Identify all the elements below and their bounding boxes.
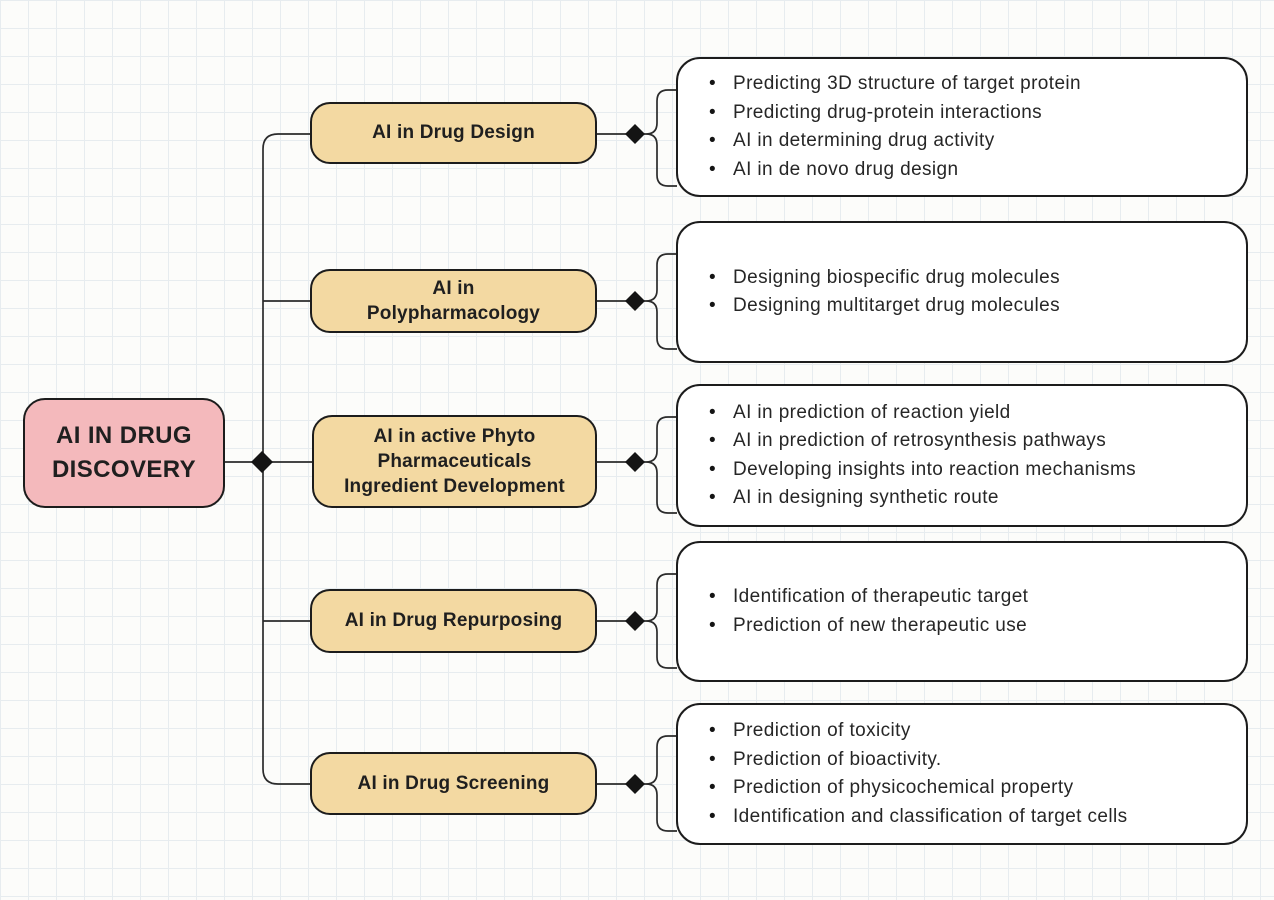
- bullet-item: Designing biospecific drug molecules: [708, 264, 1060, 293]
- bullet-item: AI in prediction of retrosynthesis pathw…: [708, 427, 1136, 456]
- bullet-item: Prediction of bioactivity.: [708, 746, 1128, 775]
- bullet-item: AI in de novo drug design: [708, 156, 1081, 185]
- branch-node-phyto-pharmaceuticals: AI in active Phyto Pharmaceuticals Ingre…: [312, 415, 597, 508]
- bullet-list: Prediction of toxicity Prediction of bio…: [708, 717, 1128, 831]
- detail-box-polypharmacology: Designing biospecific drug molecules Des…: [676, 221, 1248, 363]
- branch-5-diamond-node: [625, 774, 645, 794]
- bullet-item: Identification and classification of tar…: [708, 803, 1128, 832]
- branch-label: AI in Polypharmacology: [366, 277, 541, 324]
- branch-4-diamond-node: [625, 611, 645, 631]
- detail-box-drug-repurposing: Identification of therapeutic target Pre…: [676, 541, 1248, 682]
- branch-3-connector: [597, 416, 677, 514]
- branch-2-diamond-node: [625, 291, 645, 311]
- bullet-list: Identification of therapeutic target Pre…: [708, 583, 1028, 640]
- branch-4-connector: [597, 573, 677, 669]
- bullet-item: Prediction of toxicity: [708, 717, 1128, 746]
- bullet-item: Prediction of new therapeutic use: [708, 612, 1028, 641]
- branch-node-drug-repurposing: AI in Drug Repurposing: [310, 589, 597, 653]
- branch-2-connector: [597, 253, 677, 350]
- bullet-item: AI in designing synthetic route: [708, 484, 1136, 513]
- branch-1-connector: [597, 89, 677, 187]
- bullet-item: AI in determining drug activity: [708, 127, 1081, 156]
- branch-3-diamond-node: [625, 452, 645, 472]
- bullet-list: AI in prediction of reaction yield AI in…: [708, 399, 1136, 513]
- root-label: AI IN DRUG DISCOVERY: [51, 421, 197, 483]
- branch-label: AI in active Phyto Pharmaceuticals Ingre…: [344, 425, 565, 498]
- bullet-list: Predicting 3D structure of target protei…: [708, 70, 1081, 184]
- branch-1-diamond-node: [625, 124, 645, 144]
- branch-node-drug-screening: AI in Drug Screening: [310, 752, 597, 815]
- bullet-item: Designing multitarget drug molecules: [708, 292, 1060, 321]
- root-diamond-node: [251, 451, 273, 473]
- branch-label: AI in Drug Repurposing: [344, 610, 563, 632]
- bullet-item: Developing insights into reaction mechan…: [708, 456, 1136, 485]
- bullet-item: Identification of therapeutic target: [708, 583, 1028, 612]
- bullet-item: Predicting drug-protein interactions: [708, 99, 1081, 128]
- branch-node-drug-design: AI in Drug Design: [310, 102, 597, 164]
- detail-box-drug-design: Predicting 3D structure of target protei…: [676, 57, 1248, 197]
- detail-box-drug-screening: Prediction of toxicity Prediction of bio…: [676, 703, 1248, 845]
- trunk-line: [262, 133, 311, 785]
- branch-node-polypharmacology: AI in Polypharmacology: [310, 269, 597, 333]
- branch-label: AI in Drug Design: [372, 122, 535, 144]
- bullet-item: Prediction of physicochemical property: [708, 774, 1128, 803]
- detail-box-phyto-pharmaceuticals: AI in prediction of reaction yield AI in…: [676, 384, 1248, 527]
- branch-label: AI in Drug Screening: [357, 772, 550, 794]
- bullet-item: AI in prediction of reaction yield: [708, 399, 1136, 428]
- bullet-item: Predicting 3D structure of target protei…: [708, 70, 1081, 99]
- root-node: AI IN DRUG DISCOVERY: [23, 398, 225, 508]
- branch-5-connector: [597, 735, 677, 832]
- bullet-list: Designing biospecific drug molecules Des…: [708, 264, 1060, 321]
